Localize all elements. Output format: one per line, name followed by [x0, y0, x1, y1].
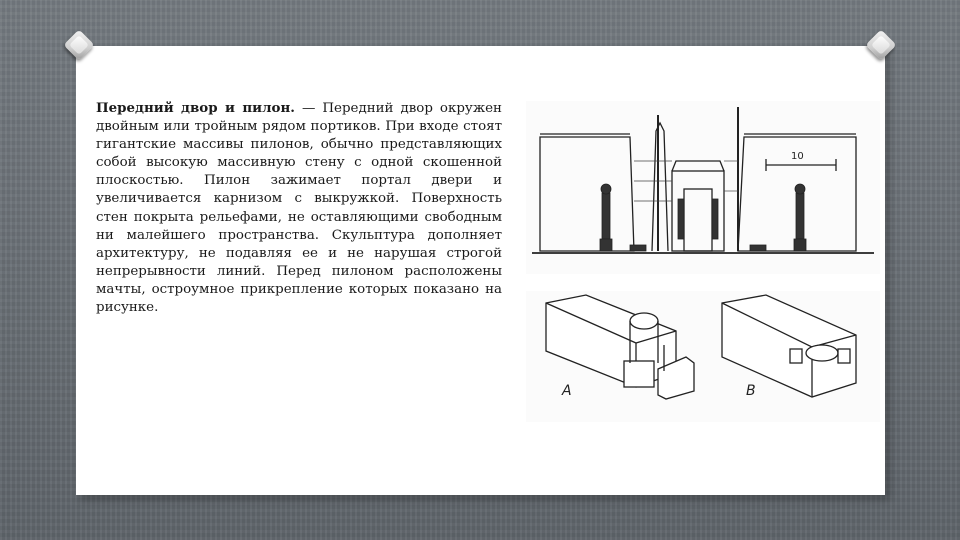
- mast-attachment-drawing: A B: [545, 294, 857, 400]
- pylon-elevation-figure: 10: [526, 101, 880, 274]
- pylon-elevation-drawing: 10: [532, 107, 874, 254]
- mast-attachment-figure: A B: [526, 291, 880, 422]
- article-title: Передний двор и пилон.: [96, 100, 295, 116]
- plan-label-b: B: [746, 383, 756, 399]
- article-body: — Передний двор окружен двойным или трой…: [96, 101, 502, 316]
- scale-label: 10: [791, 151, 804, 162]
- plan-label-a: A: [561, 383, 572, 399]
- article-text: Передний двор и пилон. — Передний двор о…: [96, 99, 502, 317]
